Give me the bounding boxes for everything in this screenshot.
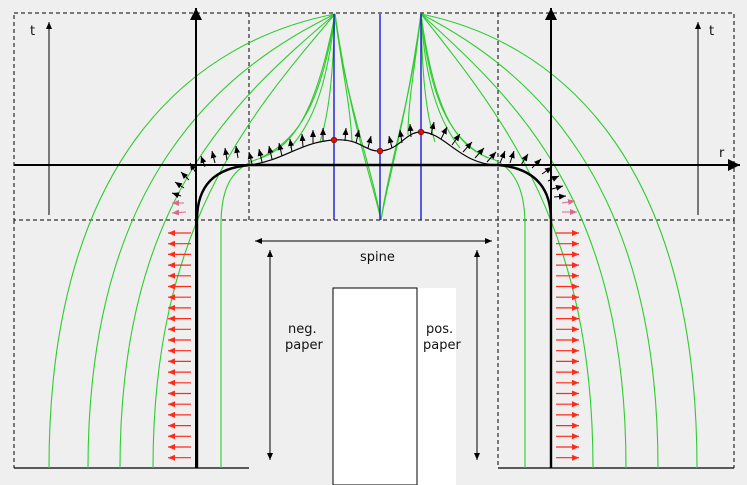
neg-paper-label-line1: neg. (288, 322, 317, 337)
points (330, 128, 425, 155)
red-arrows-right (556, 230, 579, 461)
neg-paper-label-line2: paper (285, 338, 323, 353)
blue-vertical-lines (333, 14, 422, 220)
dashed-frames (13, 12, 735, 468)
boundary-profile (195, 163, 553, 468)
center-cutout (332, 287, 418, 485)
spine-label: spine (360, 250, 395, 265)
r-axis-label: r (719, 146, 725, 161)
t-axis-label-right: t (709, 24, 714, 39)
transition-arrows (171, 199, 577, 216)
pos-paper-label-line1: pos. (426, 322, 453, 337)
t-axis-label-left: t (30, 24, 35, 39)
normal-arrows (171, 121, 567, 200)
pos-paper-label-line2: paper (423, 338, 461, 353)
green-flow-lines (48, 13, 698, 469)
dimension-arrows (255, 238, 492, 460)
red-arrows-left (168, 230, 191, 461)
